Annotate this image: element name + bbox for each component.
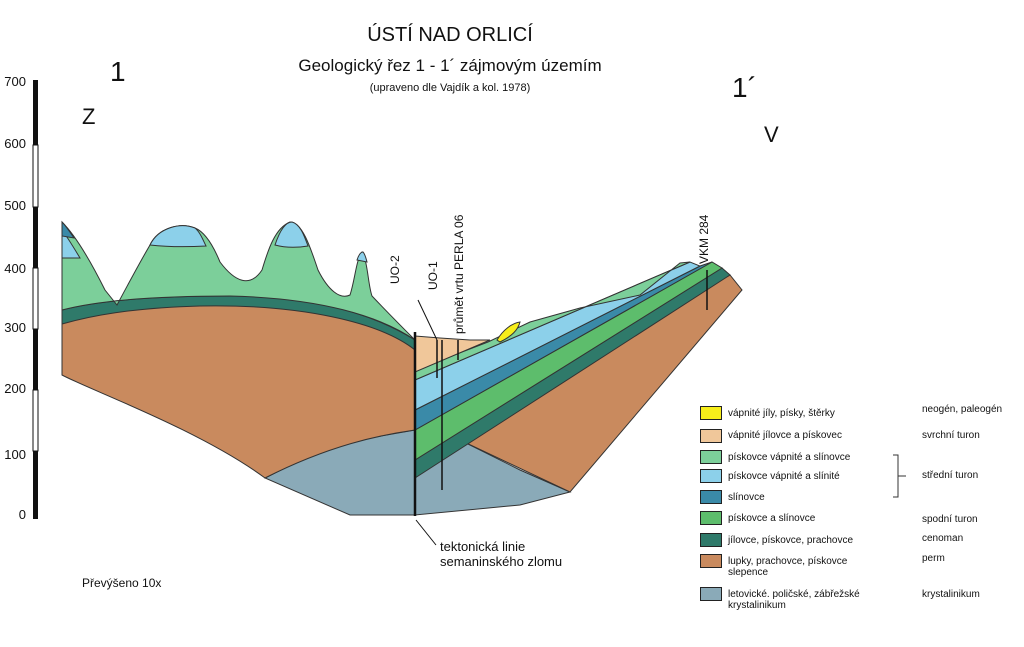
age-neogene: neogén, paleogén: [922, 404, 1003, 415]
middle-turonian-bracket: [893, 454, 906, 498]
neogene-layer: [496, 321, 521, 343]
section-end-label: 1´: [732, 72, 757, 103]
scale-tick-100: 100: [4, 447, 26, 462]
legend-label-calc-sandstone-marl: pískovce vápnité a slínovce: [728, 452, 851, 463]
section-start-label: 1: [110, 56, 126, 87]
age-cenomanian: cenoman: [922, 533, 964, 544]
east-label: V: [764, 122, 779, 147]
scale-tick-0: 0: [18, 507, 26, 522]
source-note: (upraveno dle Vajdík a kol. 1978): [369, 82, 531, 94]
legend-swatch-calc-sandstone-marly: [700, 469, 722, 483]
legend-swatch-calc-sandstone-marl: [700, 450, 722, 464]
legend-label-marlstone: slínovce: [728, 492, 765, 503]
calcareous-sandstone-cap-3: [274, 221, 309, 248]
legend-swatch-shale: [700, 554, 722, 568]
scale-bar: [32, 80, 39, 519]
legend-label-calc-sandstone-marly: pískovce vápnité a slínité: [728, 471, 840, 482]
scale-tick-700: 700: [4, 74, 26, 89]
legend-label-crystalline: letovické. poličské, zábřežské krystalin…: [728, 589, 860, 611]
fault-label-leader: [415, 519, 437, 546]
diagram-subtitle: Geologický řez 1 - 1´ zájmovým územím: [298, 56, 602, 75]
scale-tick-600: 600: [4, 136, 26, 151]
legend-swatch-upper-turonian: [700, 429, 722, 443]
legend-label-claystone: jílovce, pískovce, prachovce: [728, 535, 854, 546]
legend-swatch-claystone: [700, 533, 722, 547]
diagram-title: ÚSTÍ NAD ORLICÍ: [367, 24, 533, 46]
age-middle-turonian: střední turon: [922, 470, 979, 481]
marl-cap-1: [61, 220, 76, 239]
scale-tick-300: 300: [4, 320, 26, 335]
fault-label-line1: tektonická linie: [440, 539, 526, 554]
legend-label-upper-turonian: vápnité jílovce a pískovec: [728, 430, 842, 441]
age-upper-turonian: svrchní turon: [922, 430, 980, 441]
west-label: Z: [82, 104, 96, 129]
age-crystalline: krystalinikum: [922, 589, 980, 600]
legend-label-sandstone-marl: pískovce a slínovce: [728, 513, 816, 524]
borehole-vkm-label: VKM 284: [697, 214, 711, 264]
legend-swatch-marlstone: [700, 490, 722, 504]
fault-label-line2: semaninského zlomu: [440, 554, 563, 569]
legend-swatch-crystalline: [700, 587, 722, 601]
scale-tick-200: 200: [4, 381, 26, 396]
borehole-perla-label: průmět vrtu PERLA 06: [452, 214, 466, 334]
calcareous-sandstone-cap-2: [149, 225, 207, 248]
legend-swatch-sandstone-marl: [700, 511, 722, 525]
vertical-exaggeration-note: Převýšeno 10x: [82, 576, 162, 590]
scale-tick-400: 400: [4, 261, 26, 276]
legend-label-shale: lupky, prachovce, pískovce slepence: [728, 556, 848, 578]
borehole-uo2-label: UO-2: [388, 255, 402, 284]
borehole-uo2-tick: [417, 299, 438, 341]
legend-label-neogene: vápnité jíly, písky, štěrky: [728, 408, 835, 419]
legend-swatch-neogene: [700, 406, 722, 420]
calcareous-sandstone-cap-4: [356, 251, 368, 263]
borehole-uo1-label: UO-1: [426, 261, 440, 290]
scale-tick-500: 500: [4, 198, 26, 213]
age-lower-turonian: spodní turon: [922, 514, 978, 525]
age-permian: perm: [922, 553, 945, 564]
